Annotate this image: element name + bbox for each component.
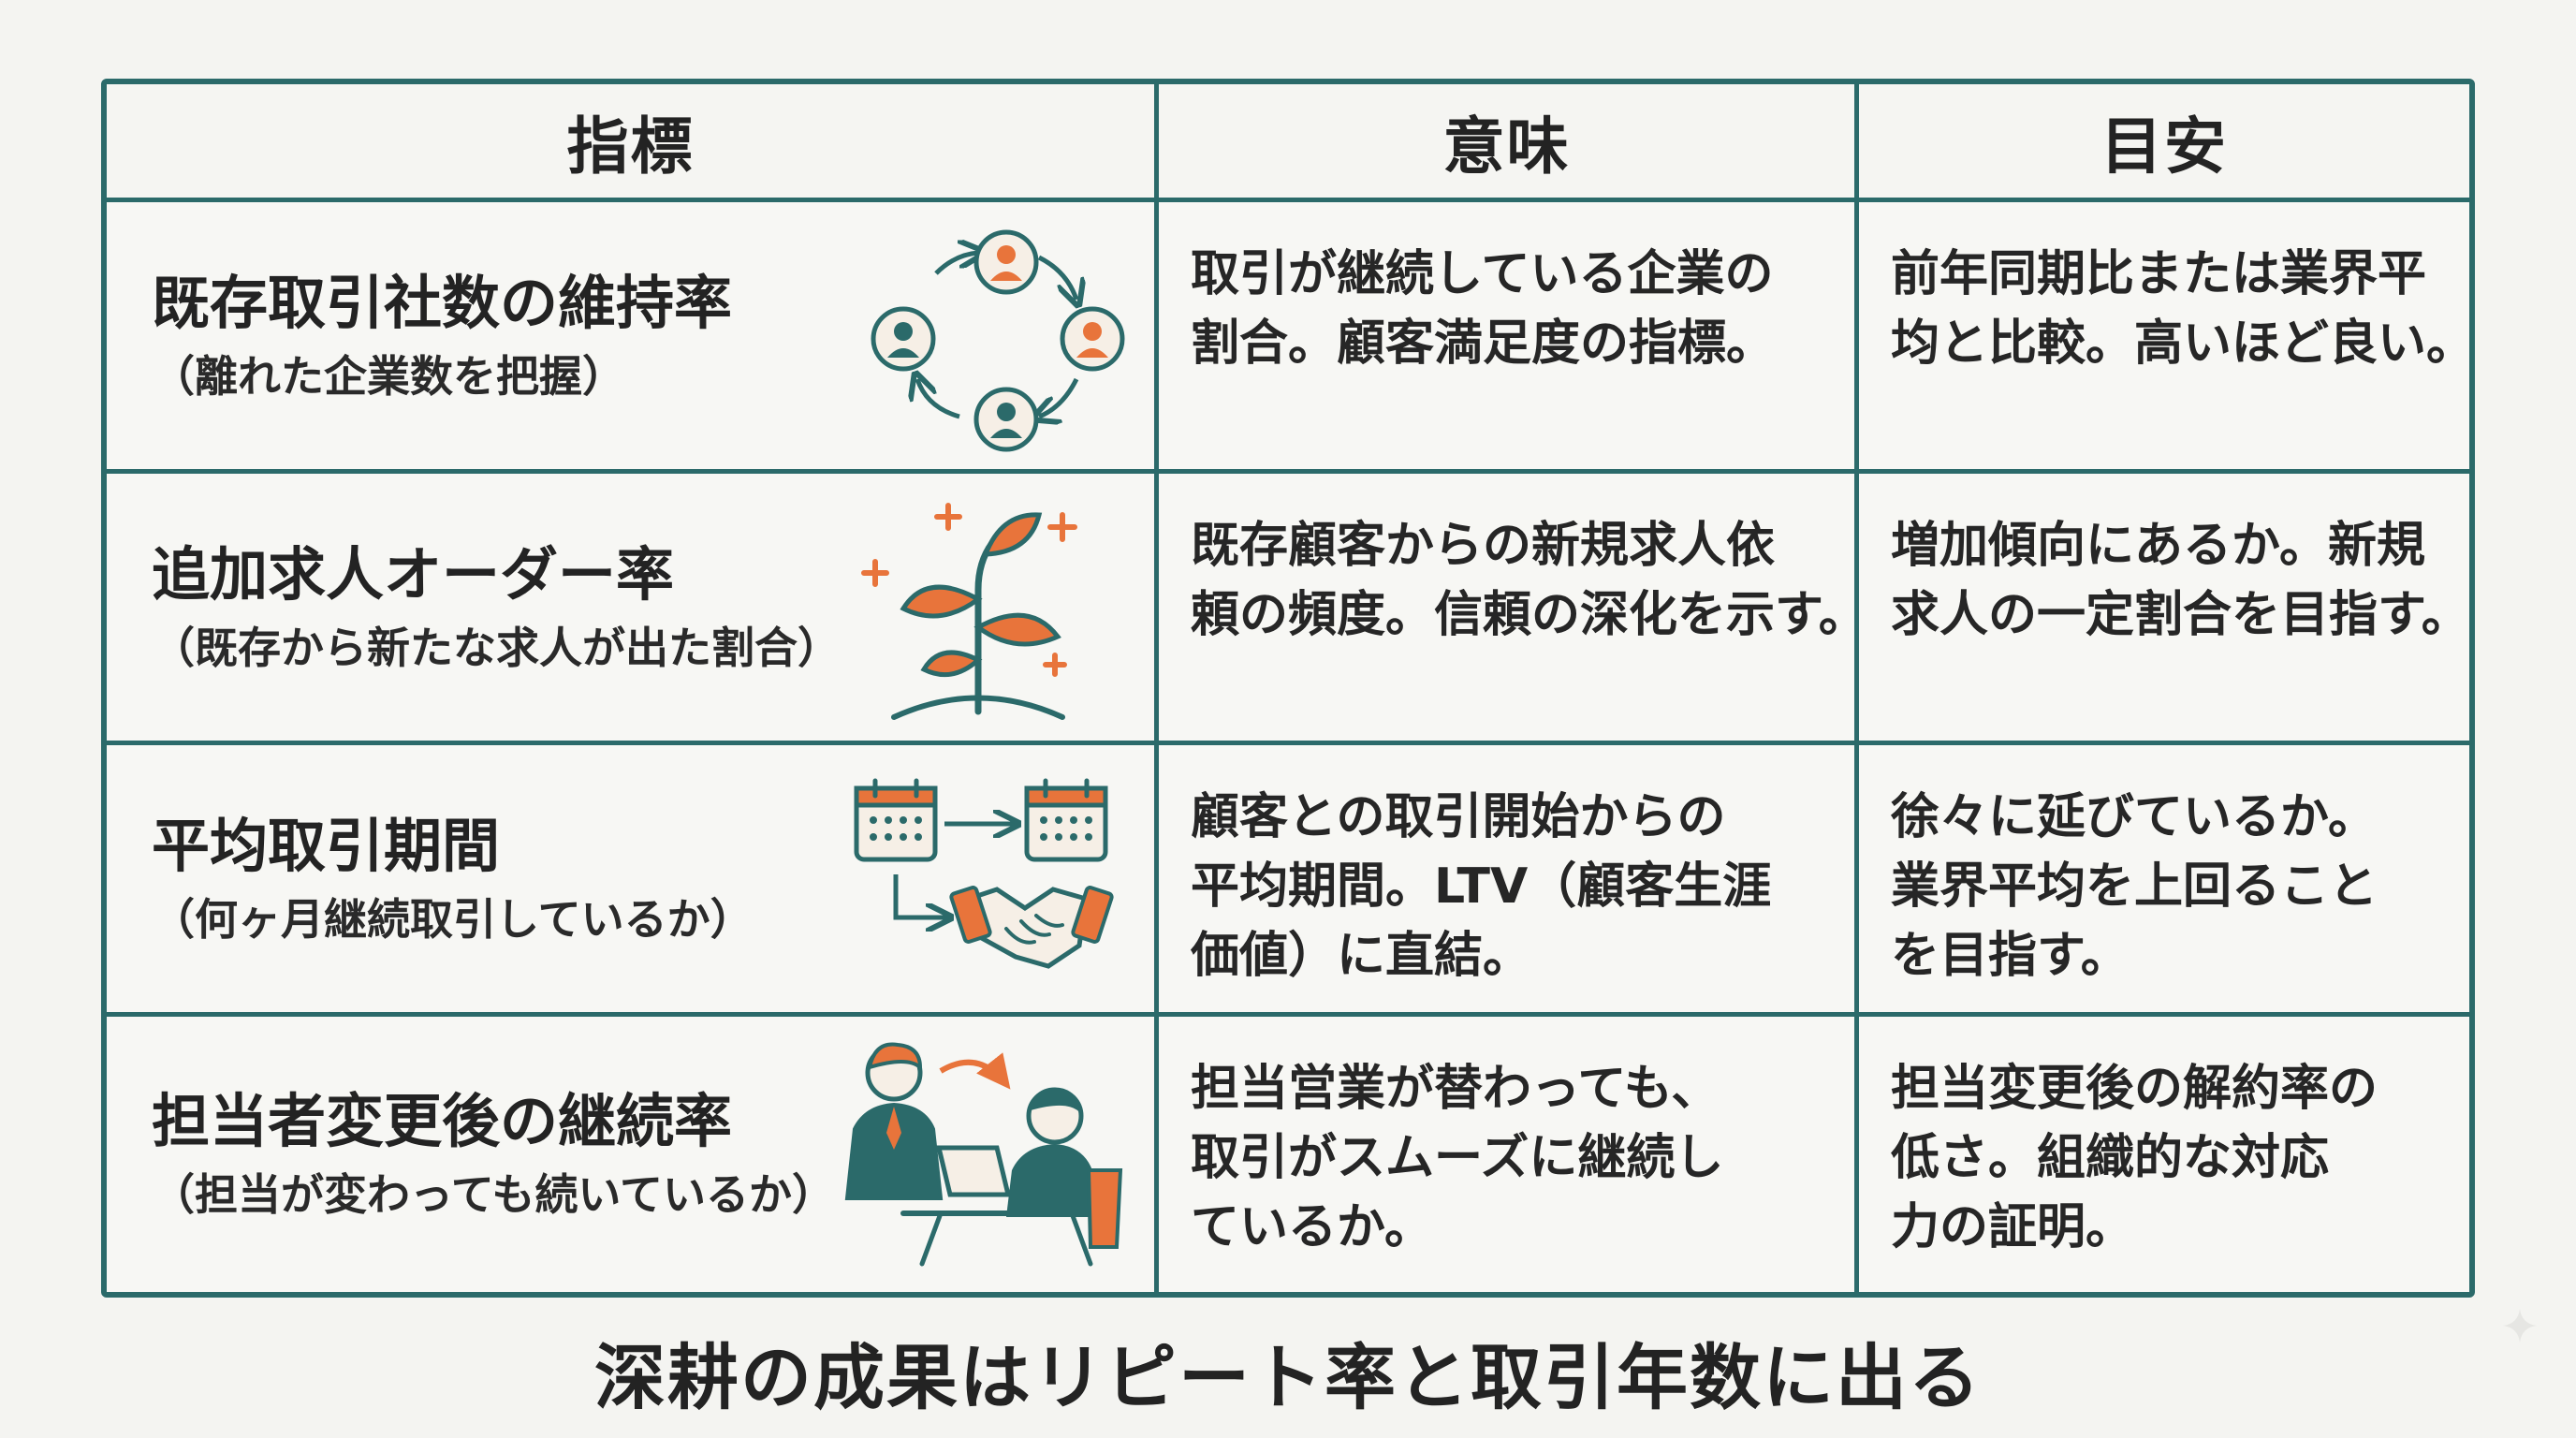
footer-caption: 深耕の成果はリピート率と取引年数に出る [594, 1336, 1982, 1419]
metric-cell-handover-retention: 担当者変更後の継続率 （担当が変わっても続いているか） [107, 1017, 1159, 1292]
target-line: 徐々に延びているか。 [1891, 789, 2377, 845]
sparkle-icon [2503, 1309, 2537, 1343]
target-cell-additional-orders: 増加傾向にあるか。新規 求人の一定割合を目指す。 [1859, 474, 2469, 745]
metric-title: 既存取引社数の維持率 [152, 268, 733, 337]
metric-text: 追加求人オーダー率 （既存から新たな求人が出た割合） [152, 536, 863, 679]
metric-title: 担当者変更後の継続率 [152, 1087, 733, 1155]
meaning-line: 割合。顧客満足度の指標。 [1191, 315, 1776, 372]
meaning-cell-retention: 取引が継続している企業の 割合。顧客満足度の指標。 [1159, 202, 1859, 474]
target-line: 前年同期比または業界平 [1891, 246, 2427, 302]
metric-cell-additional-orders: 追加求人オーダー率 （既存から新たな求人が出た割合） [107, 474, 1159, 745]
metric-subtitle: （何ヶ月継続取引しているか） [152, 893, 754, 945]
metric-subtitle: （離れた企業数を把握） [152, 350, 625, 402]
target-cell-average-duration: 徐々に延びているか。 業界平均を上回ること を目指す。 [1859, 745, 2469, 1017]
metric-text: 平均取引期間 （何ヶ月継続取引しているか） [152, 808, 863, 950]
meaning-line: 顧客との取引開始からの [1191, 789, 1726, 845]
metric-text: 既存取引社数の維持率 （離れた企業数を把握） [152, 265, 863, 407]
metric-subtitle: （担当が変わっても続いているか） [152, 1169, 836, 1220]
meaning-cell-handover-retention: 担当営業が替わっても、 取引がスムーズに継続し ているか。 [1159, 1017, 1859, 1292]
header-target: 目安 [1859, 84, 2469, 202]
metric-title: 平均取引期間 [152, 811, 501, 880]
target-line: 求人の一定割合を目指す。 [1891, 587, 2469, 643]
target-line: 均と比較。高いほど良い。 [1891, 315, 2469, 372]
target-line: 力の証明。 [1891, 1199, 2135, 1255]
target-cell-retention: 前年同期比または業界平 均と比較。高いほど良い。 [1859, 202, 2469, 474]
meaning-line: ているか。 [1191, 1199, 1433, 1255]
meaning-cell-additional-orders: 既存顧客からの新規求人依 頼の頻度。信頼の深化を示す。 [1159, 474, 1859, 745]
meaning-cell-average-duration: 顧客との取引開始からの 平均期間。LTV（顧客生涯 価値）に直結。 [1159, 745, 1859, 1017]
meaning-line: 価値）に直結。 [1191, 928, 1532, 984]
meaning-line: 担当営業が替わっても、 [1191, 1061, 1720, 1117]
meaning-line: 既存顧客からの新規求人依 [1191, 518, 1776, 574]
target-line: 業界平均を上回ること [1891, 858, 2378, 915]
meaning-line: 取引がスムーズに継続し [1191, 1130, 1724, 1186]
target-cell-handover-retention: 担当変更後の解約率の 低さ。組織的な対応 力の証明。 [1859, 1017, 2469, 1292]
metric-subtitle: （既存から新たな求人が出た割合） [152, 622, 841, 673]
meaning-line: 頼の頻度。信頼の深化を示す。 [1191, 587, 1859, 643]
metric-cell-retention: 既存取引社数の維持率 （離れた企業数を把握） [107, 202, 1159, 474]
metric-cell-average-duration: 平均取引期間 （何ヶ月継続取引しているか） [107, 745, 1159, 1017]
target-line: 増加傾向にあるか。新規 [1891, 518, 2425, 574]
target-line: 低さ。組織的な対応 [1891, 1130, 2330, 1186]
kpi-table: 指標 意味 目安 既存取引社数の維持率 （離れた企業数を把握） [101, 79, 2475, 1298]
meaning-line: 取引が継続している企業の [1191, 246, 1774, 302]
sprout-growth-icon [861, 503, 1077, 720]
target-line: 担当変更後の解約率の [1891, 1061, 2378, 1117]
header-metric: 指標 [107, 84, 1159, 202]
people-cycle-icon [871, 229, 1125, 452]
metric-text: 担当者変更後の継続率 （担当が変わっても続いているか） [152, 1083, 863, 1225]
target-line: を目指す。 [1891, 928, 2130, 984]
meaning-line: 平均期間。LTV（顧客生涯 [1191, 858, 1772, 915]
header-meaning: 意味 [1159, 84, 1859, 202]
handover-meeting-icon [844, 1042, 1123, 1267]
metric-title: 追加求人オーダー率 [152, 539, 675, 609]
calendar-handshake-icon [854, 778, 1114, 969]
